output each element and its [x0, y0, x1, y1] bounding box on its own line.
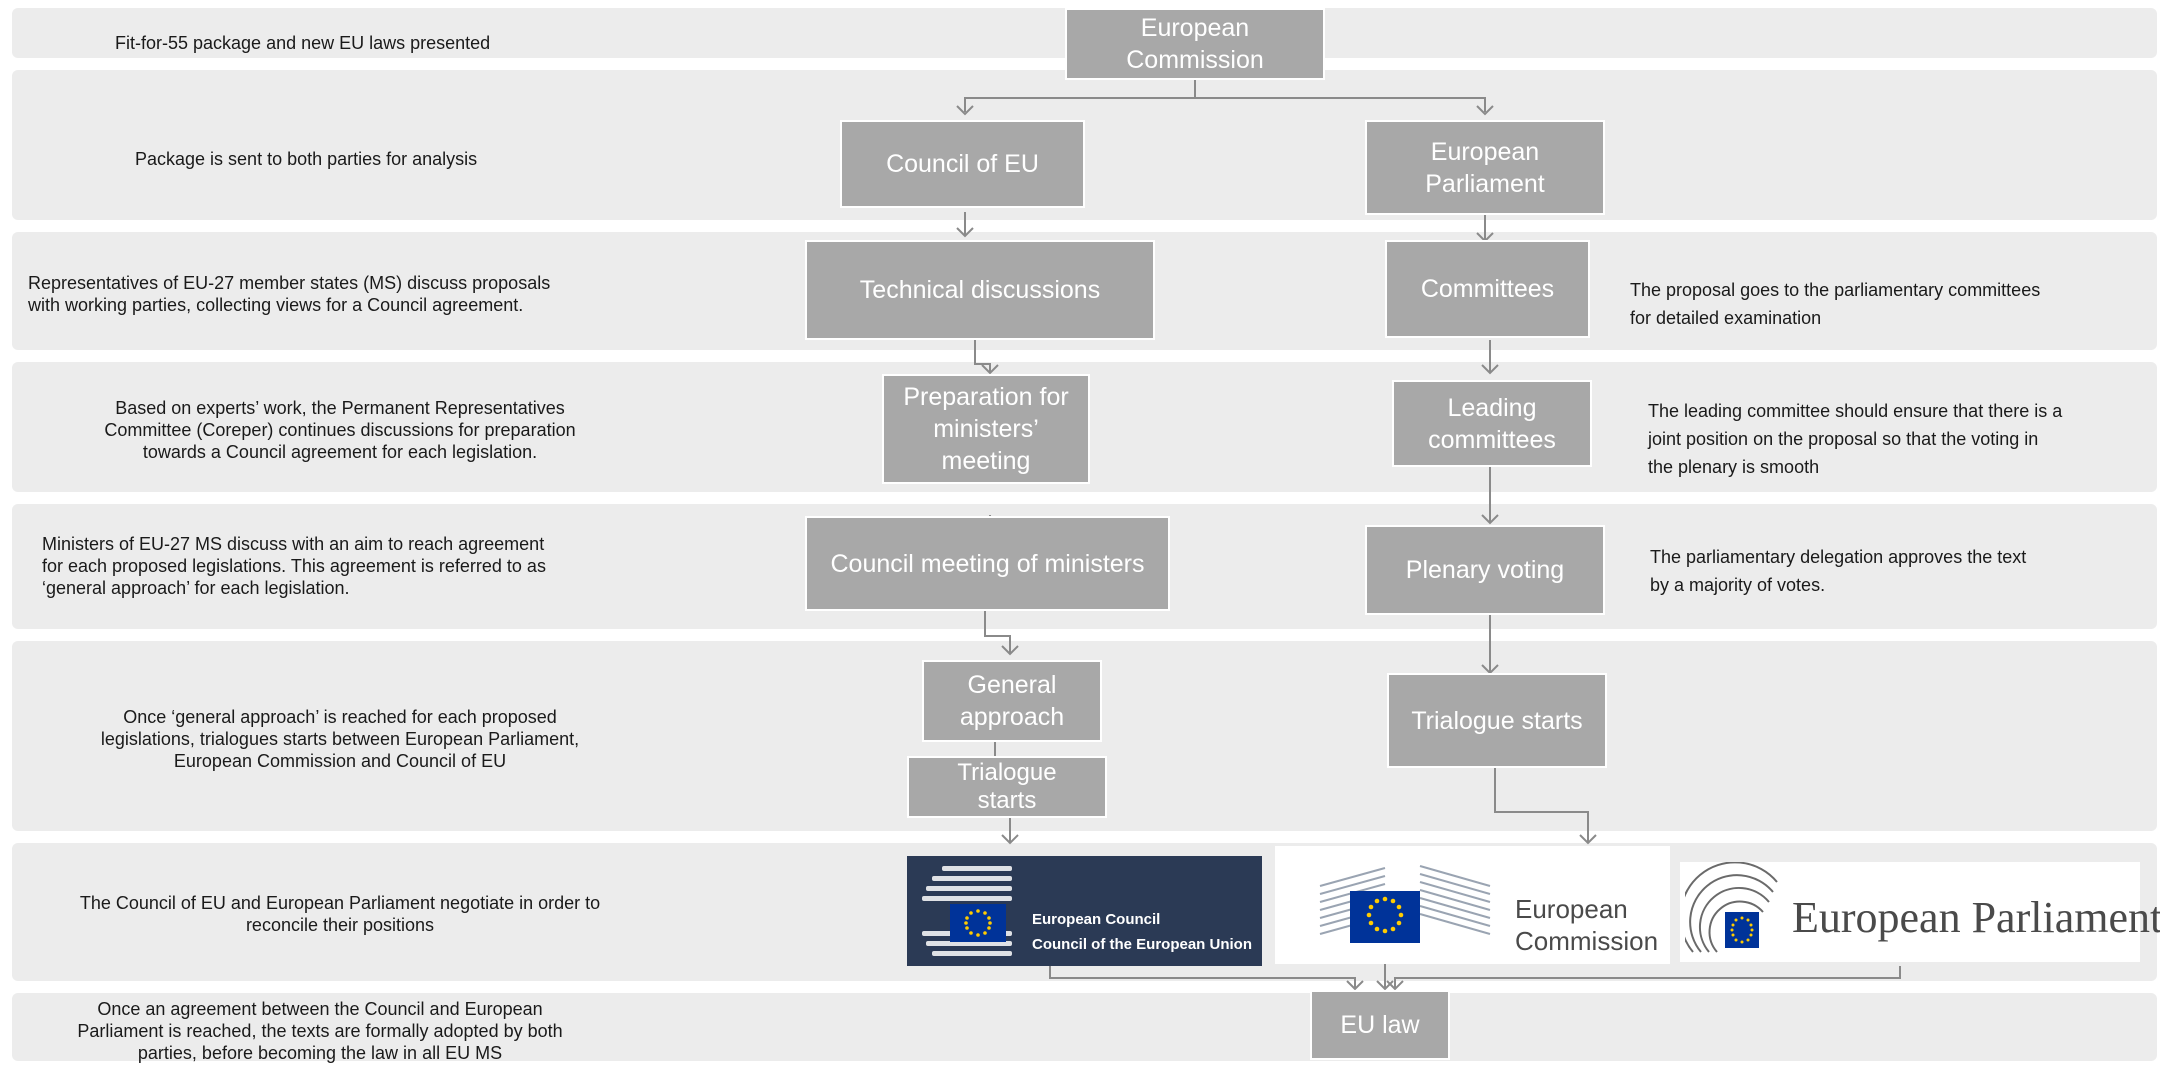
node-committees: Committees — [1385, 240, 1590, 338]
arrowhead — [1476, 105, 1494, 116]
row-2-description: Package is sent to both parties for anal… — [135, 149, 478, 169]
connector-council-general — [984, 607, 1011, 653]
note-committees: The proposal goes to the parliamentary c… — [1630, 280, 2041, 328]
node-trialogue-starts-council: Trialogue starts — [907, 756, 1107, 818]
node-leading-committees: Leading committees — [1392, 380, 1592, 467]
arrowhead — [1001, 645, 1019, 656]
arrowhead — [1001, 834, 1019, 845]
arrowhead — [1481, 514, 1499, 525]
row-4-description: Based on experts’ work, the Permanent Re… — [104, 398, 576, 462]
node-general-approach: General approach — [922, 660, 1102, 742]
node-eu-law: EU law — [1310, 990, 1450, 1060]
european-council-logo: European Council Council of the European… — [907, 856, 1262, 966]
arrowhead — [1386, 980, 1404, 991]
european-council-logo-line2: Council of the European Union — [1032, 936, 1252, 953]
node-technical-discussions: Technical discussions — [805, 240, 1155, 340]
note-plenary-voting: The parliamentary delegation approves th… — [1650, 547, 2027, 595]
row-1-description: Fit-for-55 package and new EU laws prese… — [115, 33, 491, 53]
row-8-description: Once an agreement between the Council an… — [77, 999, 563, 1063]
node-european-commission: European Commission — [1065, 8, 1325, 80]
row-7-description: The Council of EU and European Parliamen… — [79, 893, 601, 935]
node-preparation-ministers-meeting: Preparation for ministers’ meeting — [882, 374, 1090, 484]
european-commission-logo: European Commission — [1275, 846, 1670, 964]
european-parliament-logo: European Parliament — [1680, 862, 2160, 962]
european-parliament-logo-text: European Parliament — [1792, 893, 2160, 942]
european-commission-logo-line2: Commission — [1515, 926, 1659, 956]
node-council-meeting-of-ministers: Council meeting of ministers — [805, 516, 1170, 611]
european-commission-logo-line1: European — [1515, 894, 1628, 924]
row-band-8 — [12, 993, 2157, 1061]
connector-commission-split — [964, 78, 1486, 112]
connector-logos-eulaw — [1049, 960, 1901, 988]
node-plenary-voting: Plenary voting — [1365, 525, 1605, 615]
arrowhead — [1579, 834, 1597, 845]
arrowhead — [1481, 364, 1499, 375]
arrowhead — [1346, 980, 1364, 991]
row-3-description: Representatives of EU-27 member states (… — [28, 273, 551, 315]
node-trialogue-starts-parliament: Trialogue starts — [1387, 673, 1607, 768]
connector-trialogue-parliament-logo — [1494, 768, 1589, 842]
european-commission-building-icon — [1319, 865, 1491, 943]
european-parliament-hemicycle-icon — [1685, 862, 1778, 953]
arrowhead — [956, 105, 974, 116]
arrowhead — [981, 364, 999, 375]
european-council-emblem-icon — [922, 866, 1012, 956]
connector-technical-preparation — [974, 340, 991, 372]
note-leading-committees: The leading committee should ensure that… — [1648, 401, 2063, 477]
node-european-parliament: European Parliament — [1365, 120, 1605, 215]
row-5-description: Ministers of EU-27 MS discuss with an ai… — [42, 534, 546, 598]
node-council-of-eu: Council of EU — [840, 120, 1085, 208]
arrowhead — [956, 227, 974, 238]
row-6-description: Once ‘general approach’ is reached for e… — [100, 707, 580, 771]
european-council-logo-line1: European Council — [1032, 911, 1161, 928]
